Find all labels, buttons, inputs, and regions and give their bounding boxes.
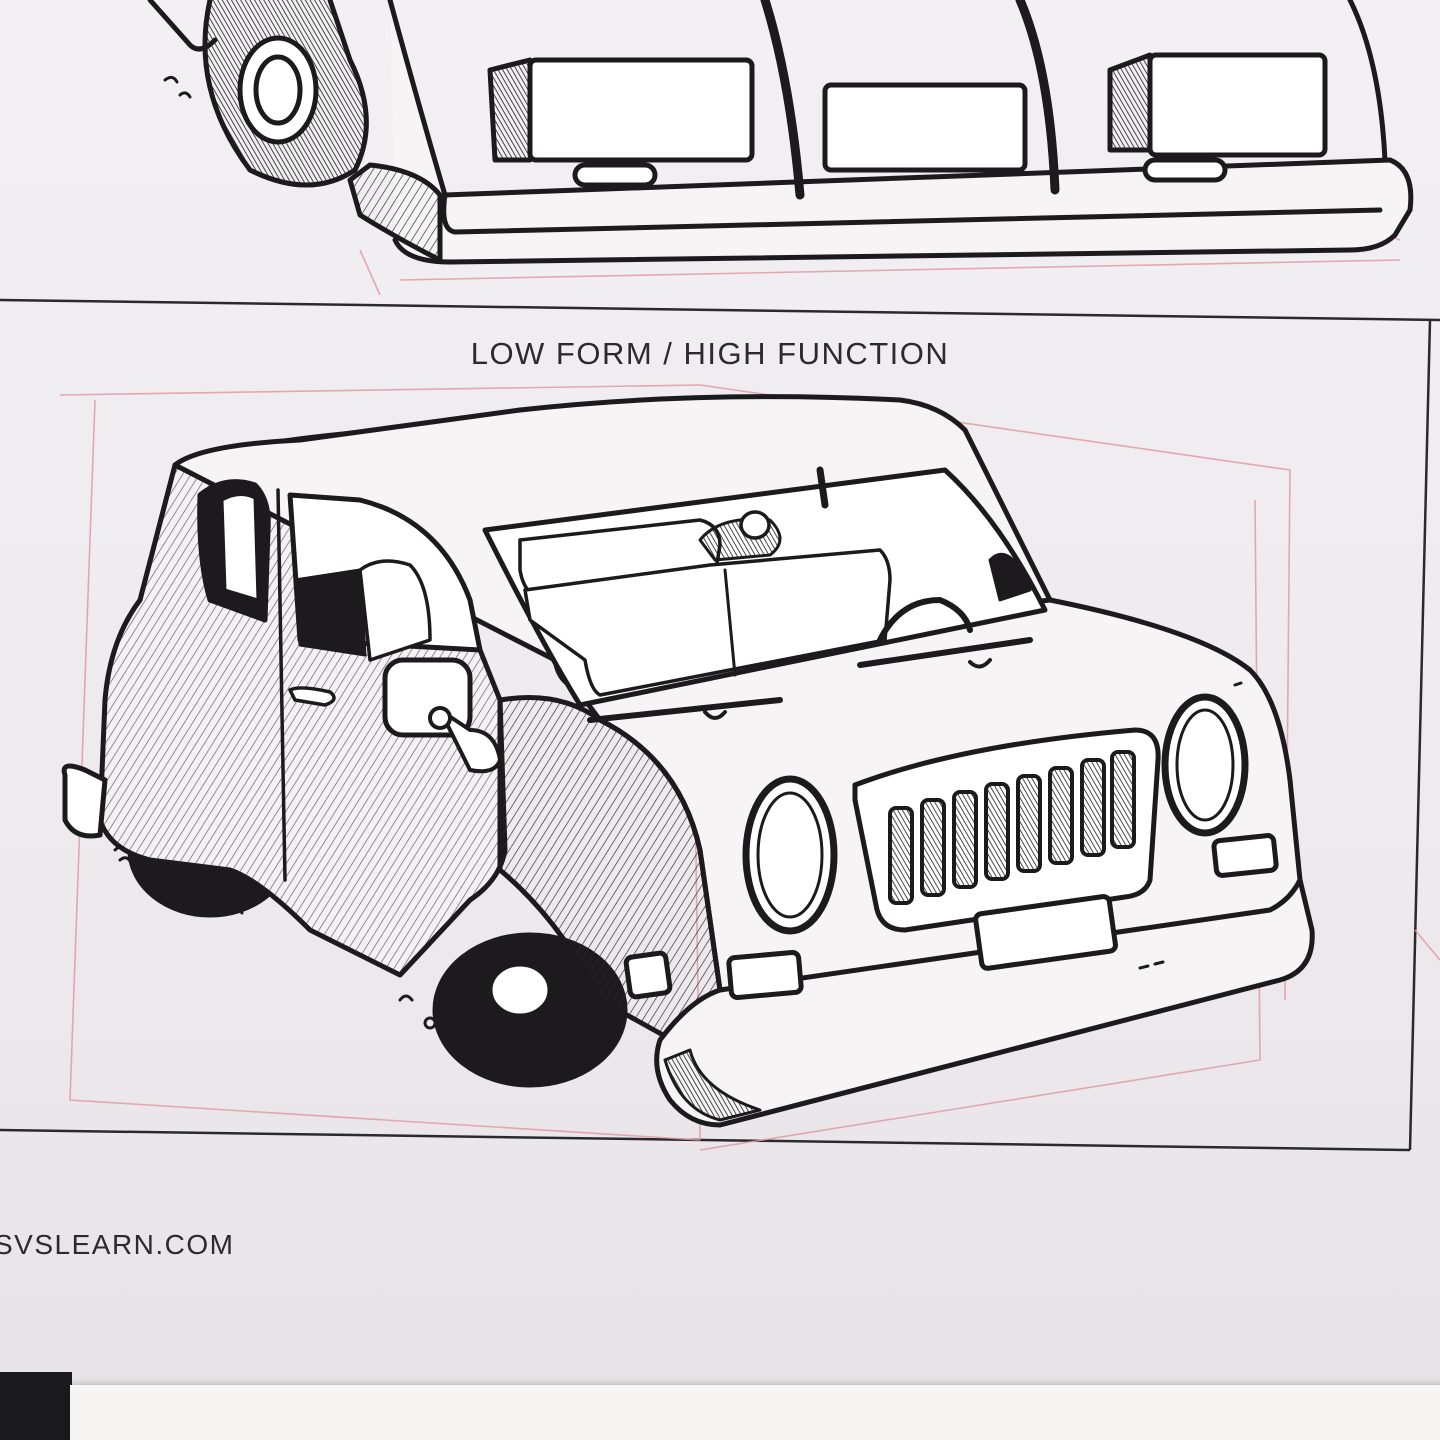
- headlight-left: [742, 775, 838, 935]
- turn-light-right: [1211, 833, 1279, 878]
- desk-edge: [0, 1372, 72, 1440]
- turn-light-left: [726, 950, 804, 1000]
- panel-caption: LOW FORM / HIGH FUNCTION: [470, 336, 950, 371]
- front-bumper: [654, 877, 1315, 1128]
- panel-frame: [0, 298, 1440, 1152]
- rear-bumper: [61, 763, 108, 839]
- front-wheel: [432, 932, 628, 1088]
- site-url-footer: SVSLEARN.COM: [0, 1229, 235, 1260]
- front-grille: [852, 727, 1161, 933]
- paper-below: [70, 1385, 1440, 1440]
- headlight-right: [1161, 693, 1249, 837]
- main-car: [61, 394, 1315, 1128]
- side-mirror: [382, 657, 502, 774]
- top-vehicle: [147, 0, 1414, 265]
- license-plate: [973, 894, 1118, 971]
- front-seat: [523, 548, 892, 697]
- side-marker: [623, 950, 673, 1000]
- ink-doodles: [113, 681, 1243, 1030]
